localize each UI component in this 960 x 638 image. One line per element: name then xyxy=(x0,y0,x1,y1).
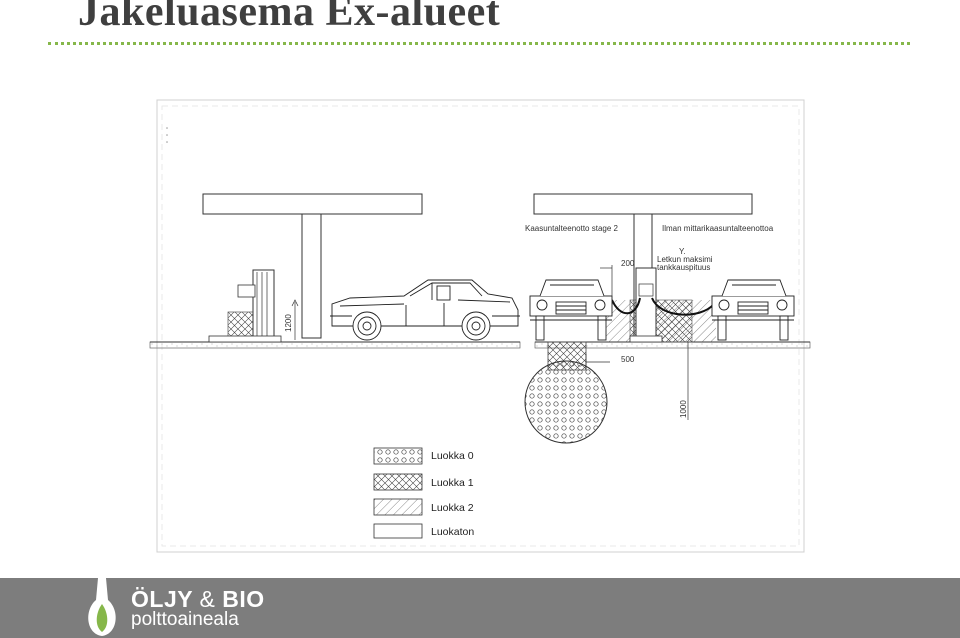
left-dispenser xyxy=(208,269,282,343)
legend: Luokka 0 Luokka 1 Luokka 2 Luokaton xyxy=(373,447,474,539)
dim-1200 xyxy=(291,299,299,340)
left-canopy xyxy=(202,193,423,339)
label-hose-line2: tankkauspituus xyxy=(657,263,710,272)
brand-subtitle: polttoaineala xyxy=(131,609,239,630)
legend-swatch-luokka-1 xyxy=(373,473,423,491)
page-title: Jakeluasema Ex-alueet xyxy=(78,0,501,35)
dim-500-label: 500 xyxy=(621,355,635,364)
drawing-frame xyxy=(156,99,805,553)
legend-label-luokaton: Luokaton xyxy=(431,526,474,538)
brand-bio: BIO xyxy=(222,586,265,612)
ex-zone-drawing: 1200 xyxy=(149,99,811,553)
legend-label-luokka-2: Luokka 2 xyxy=(431,502,474,514)
label-hose-y: Y. xyxy=(679,247,686,256)
brand-amp: & xyxy=(199,586,216,612)
brand-name: ÖLJY & BIO xyxy=(131,586,265,613)
legend-label-luokka-0: Luokka 0 xyxy=(431,450,474,462)
ground xyxy=(149,341,811,349)
label-stage2: Kaasuntalteenotto stage 2 xyxy=(525,224,619,233)
label-no-recovery: Ilman mittarikaasuntalteenottoa xyxy=(662,224,774,233)
label-hose-line1: Letkun maksimi xyxy=(657,255,713,264)
front-view-car-right xyxy=(711,279,795,341)
legend-label-luokka-1: Luokka 1 xyxy=(431,477,474,489)
footer-bar xyxy=(0,578,960,638)
legend-swatch-luokka-0 xyxy=(373,447,423,465)
right-dispenser xyxy=(604,267,716,343)
legend-swatch-luokka-2 xyxy=(373,498,423,516)
dimension-lines xyxy=(585,265,689,420)
dim-1000-label: 1000 xyxy=(679,400,688,418)
front-view-car-left xyxy=(529,279,613,341)
title-divider xyxy=(48,42,910,45)
legend-swatch-luokaton xyxy=(373,523,423,539)
side-view-car xyxy=(330,279,520,341)
dim-1200-label: 1200 xyxy=(284,314,293,332)
brand-main: ÖLJY xyxy=(131,586,193,612)
underground-tank xyxy=(524,341,608,444)
dim-200-label: 200 xyxy=(621,259,635,268)
